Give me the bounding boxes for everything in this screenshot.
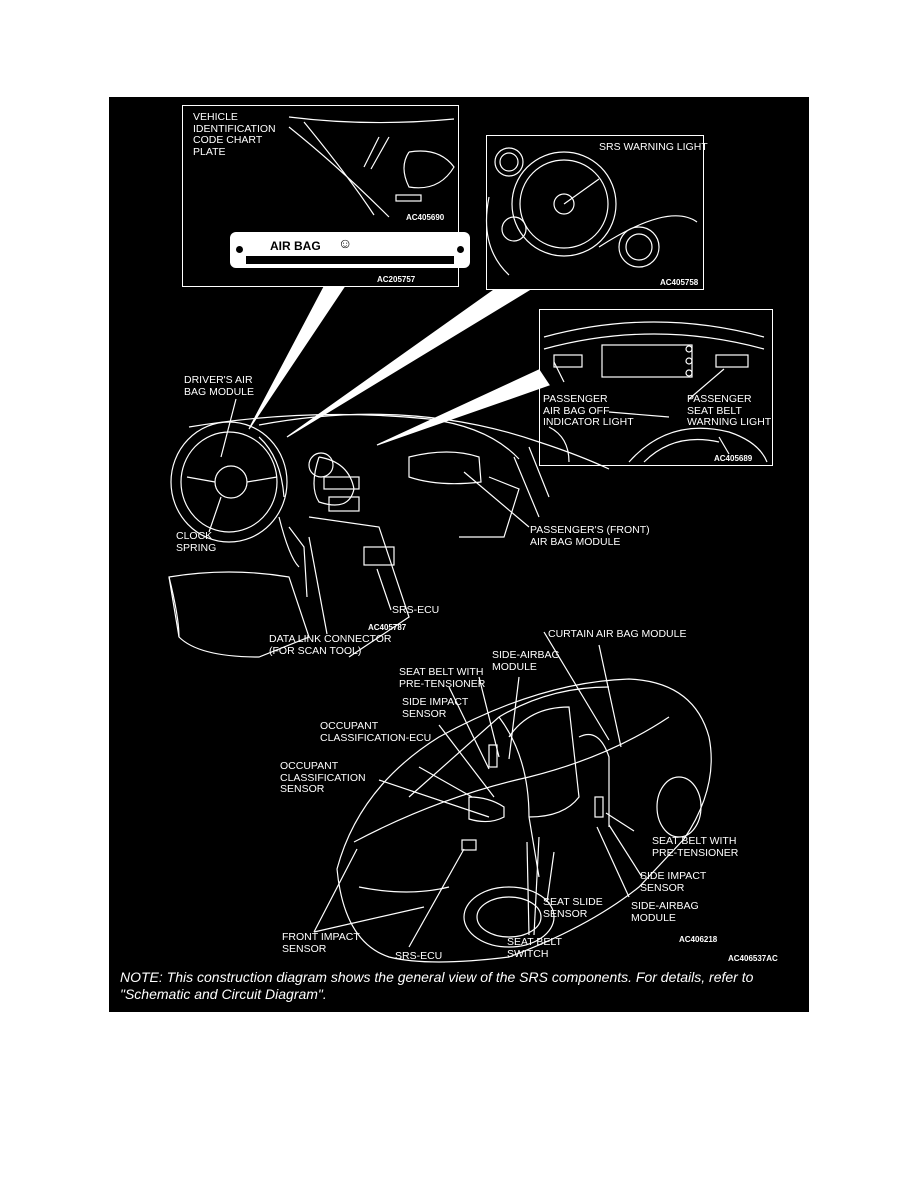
side-impact-sensor-top-label: SIDE IMPACT SENSOR xyxy=(402,696,469,720)
car-sketch xyxy=(336,678,712,963)
plate-hole-right xyxy=(457,246,464,253)
clock-spring-label: CLOCK SPRING xyxy=(176,530,217,554)
car-srs-ecu-label: SRS-ECU xyxy=(395,950,443,962)
passenger-inset-code: AC405689 xyxy=(714,454,753,463)
vehicle-id-code-top: AC405690 xyxy=(406,213,445,222)
occupant-classification-sensor-label: OCCUPANT CLASSIFICATION SENSOR xyxy=(280,760,366,795)
callout-wedge-vehicle-id xyxy=(248,286,346,430)
dashboard-code: AC405787 xyxy=(368,623,407,632)
front-impact-sensor-label: FRONT IMPACT SENSOR xyxy=(282,931,360,955)
note-text: NOTE: This construction diagram shows th… xyxy=(120,969,754,1002)
air-bag-icon: ☺ xyxy=(338,235,353,251)
meter-inset xyxy=(486,135,704,290)
passengers-front-air-bag-label: PASSENGER'S (FRONT) AIR BAG MODULE xyxy=(530,524,650,548)
side-airbag-module-right-label: SIDE-AIRBAG MODULE xyxy=(631,900,699,924)
dashboard-sketch xyxy=(168,413,610,658)
occupant-classification-ecu-label: OCCUPANT CLASSIFICATION-ECU xyxy=(320,720,432,744)
data-link-connector-label: DATA LINK CONNECTOR (FOR SCAN TOOL) xyxy=(269,633,392,657)
seat-belt-pretensioner-top-label: SEAT BELT WITH PRE-TENSIONER xyxy=(399,666,486,690)
passenger-panel-sketch xyxy=(543,321,768,463)
side-airbag-module-top-label: SIDE-AIRBAG MODULE xyxy=(492,649,560,673)
passenger-indicator-inset xyxy=(539,309,773,466)
passenger-seat-belt-warning-label: PASSENGER SEAT BELT WARNING LIGHT xyxy=(687,393,772,428)
callout-wedge-meter xyxy=(286,289,532,438)
seat-belt-pretensioner-right-label: SEAT BELT WITH PRE-TENSIONER xyxy=(652,835,739,859)
figure-code: AC406537AC xyxy=(728,954,778,963)
passenger-air-bag-off-label: PASSENGER AIR BAG OFF INDICATOR LIGHT xyxy=(543,393,634,428)
curtain-air-bag-module-label: CURTAIN AIR BAG MODULE xyxy=(548,628,687,640)
diagram-panel: VEHICLE IDENTIFICATION CODE CHART PLATE … xyxy=(109,97,809,1012)
plate-hole-left xyxy=(236,246,243,253)
srs-warning-light-label: SRS WARNING LIGHT xyxy=(599,141,708,153)
windshield-sketch xyxy=(288,116,455,218)
vehicle-id-inset xyxy=(182,105,459,287)
air-bag-plate-text: AIR BAG xyxy=(270,239,321,253)
seat-slide-sensor-label: SEAT SLIDE SENSOR xyxy=(543,896,603,920)
leader-lines xyxy=(208,361,730,948)
air-bag-plate-bar xyxy=(246,256,454,264)
meter-sketch xyxy=(485,147,698,276)
vehicle-id-code-bottom: AC205757 xyxy=(377,275,416,284)
callout-wedge-passenger xyxy=(376,369,550,446)
dashboard-srs-ecu-label: SRS-ECU xyxy=(392,604,440,616)
meter-code: AC405758 xyxy=(660,278,699,287)
side-impact-sensor-right-label: SIDE IMPACT SENSOR xyxy=(640,870,707,894)
drivers-air-bag-module-label: DRIVER'S AIR BAG MODULE xyxy=(184,374,255,398)
srs-line-art xyxy=(168,116,768,963)
car-code: AC406218 xyxy=(679,935,718,944)
air-bag-label-plate: AIR BAG ☺ xyxy=(230,232,470,268)
seat-belt-switch-label: SEAT BELT SWITCH xyxy=(507,936,562,960)
vehicle-id-label: VEHICLE IDENTIFICATION CODE CHART PLATE xyxy=(193,111,276,158)
